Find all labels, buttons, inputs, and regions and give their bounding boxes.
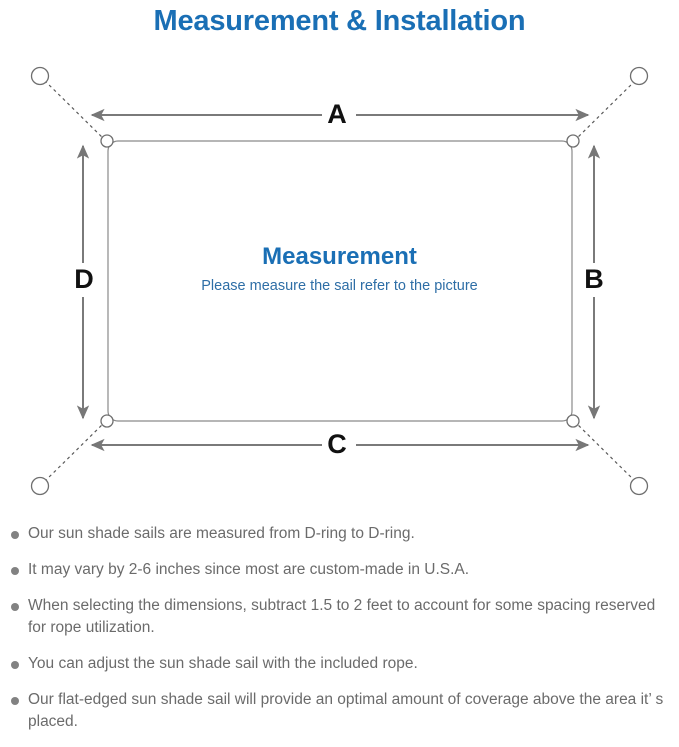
rope-bottom-right — [573, 420, 639, 485]
list-item-text: Our flat-edged sun shade sail will provi… — [28, 691, 664, 730]
bullet-icon — [11, 603, 19, 611]
list-item: Our sun shade sails are measured from D-… — [0, 523, 679, 545]
d-ring-bottom-left — [100, 414, 114, 428]
notes-list: Our sun shade sails are measured from D-… — [0, 523, 679, 747]
anchor-ring-bottom-left — [30, 476, 50, 496]
anchor-ring-top-right — [629, 66, 649, 86]
d-ring-bottom-right — [566, 414, 580, 428]
bullet-icon — [11, 697, 19, 705]
sail-rectangle — [107, 140, 573, 422]
d-ring-top-left — [100, 134, 114, 148]
dimension-label-d: D — [74, 264, 94, 294]
anchor-ring-top-left — [30, 66, 50, 86]
list-item: It may vary by 2-6 inches since most are… — [0, 559, 679, 581]
list-item: You can adjust the sun shade sail with t… — [0, 653, 679, 675]
list-item-text: Our sun shade sails are measured from D-… — [28, 525, 415, 542]
rope-top-left — [41, 77, 107, 142]
rope-bottom-left — [41, 420, 107, 485]
list-item-text: When selecting the dimensions, subtract … — [28, 597, 656, 636]
anchor-ring-bottom-right — [629, 476, 649, 496]
list-item-text: It may vary by 2-6 inches since most are… — [28, 561, 470, 578]
dimension-label-c: C — [327, 429, 347, 459]
bullet-icon — [11, 531, 19, 539]
sail-label: Measurement — [262, 243, 417, 270]
page-title: Measurement & Installation — [153, 5, 526, 37]
d-ring-top-right — [566, 134, 580, 148]
dimension-label-a: A — [327, 99, 347, 129]
sail-diagram-svg — [30, 66, 649, 496]
list-item: When selecting the dimensions, subtract … — [0, 595, 679, 639]
bullet-icon — [11, 567, 19, 575]
bullet-icon — [11, 661, 19, 669]
sail-diagram — [0, 45, 679, 515]
list-item: Our flat-edged sun shade sail will provi… — [0, 689, 679, 733]
dimension-label-b: B — [584, 264, 604, 294]
list-item-text: You can adjust the sun shade sail with t… — [28, 655, 418, 672]
sail-caption: Please measure the sail refer to the pic… — [201, 278, 478, 294]
rope-top-right — [573, 77, 639, 142]
